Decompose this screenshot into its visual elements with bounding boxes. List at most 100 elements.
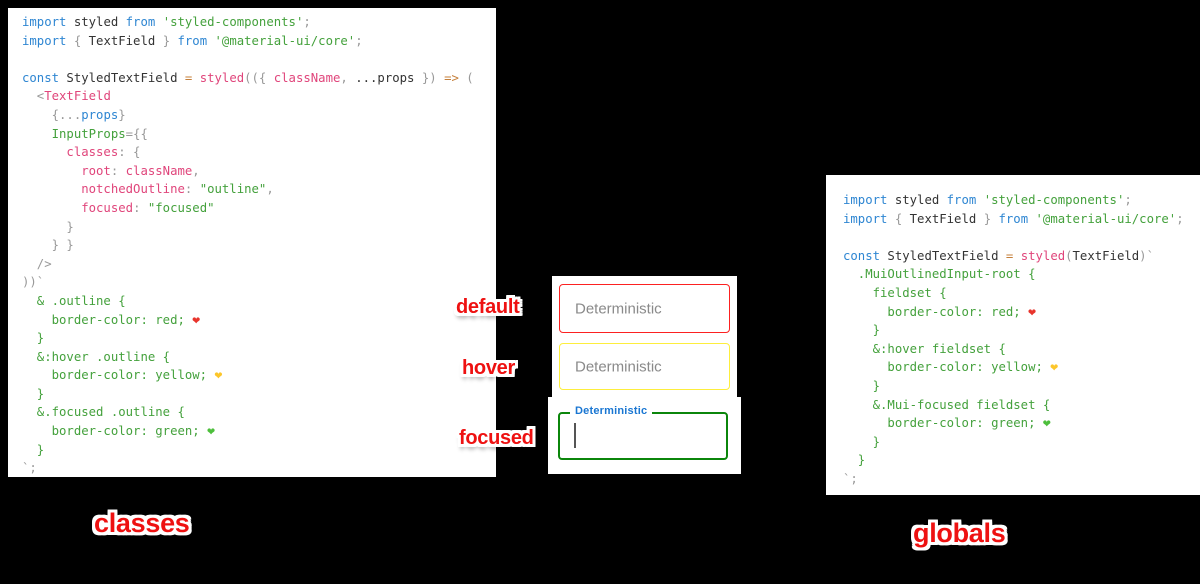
code-token: styled (894, 193, 947, 207)
code-token: } (843, 378, 881, 393)
label-globals: globals (913, 518, 1006, 548)
code-token: classes (22, 145, 119, 160)
code-token: , (340, 70, 356, 85)
code-token: ( (1065, 248, 1073, 263)
code-token: &:hover .outline { (22, 349, 171, 364)
code-token: { (894, 211, 910, 226)
code-line: `; (843, 470, 1200, 489)
code-panel-globals: import styled from 'styled-components';i… (826, 175, 1200, 495)
code-token: styled (199, 70, 245, 85)
code-token: import (843, 211, 895, 226)
textfield-hover[interactable]: Deterministic (559, 343, 730, 390)
code-token: : (184, 182, 200, 197)
code-token: ; (1124, 193, 1132, 207)
code-line: } (843, 451, 1200, 470)
code-token: className (125, 163, 193, 178)
code-token: &:hover fieldset { (843, 341, 1006, 356)
code-token: TextField (909, 211, 984, 226)
code-line: } (843, 433, 1200, 452)
code-token: from (177, 33, 215, 48)
code-token: TextField (88, 33, 163, 48)
code-token: ; (1176, 211, 1184, 226)
text-cursor (574, 423, 576, 448)
code-line: notchedOutline: "outline", (22, 180, 496, 199)
code-line: } (22, 441, 496, 460)
code-token: '@material-ui/core' (214, 33, 356, 48)
code-token: from (998, 211, 1036, 226)
code-line (843, 228, 1200, 247)
code-line: border-color: green; ❤ (22, 422, 496, 441)
code-token: } (843, 434, 881, 449)
code-token: } (22, 442, 45, 457)
code-token: /> (22, 256, 52, 271)
code-line: root: className, (22, 162, 496, 181)
code-line: import { TextField } from '@material-ui/… (22, 32, 496, 51)
code-line: } (843, 321, 1200, 340)
code-token: } (22, 386, 45, 401)
code-line: `; (22, 459, 496, 478)
code-token: `; (843, 471, 858, 486)
textfield-focused-label: Deterministic (570, 405, 653, 417)
code-token: "focused" (147, 200, 215, 215)
code-token: ={{ (125, 126, 148, 141)
code-line: &.focused .outline { (22, 403, 496, 422)
code-token: } (843, 453, 866, 468)
code-line: import { TextField } from '@material-ui/… (843, 210, 1200, 229)
code-token: = (184, 70, 200, 85)
code-line: border-color: yellow; ❤ (22, 366, 496, 385)
code-line (22, 50, 496, 69)
code-token: }) (421, 70, 445, 85)
code-line: import styled from 'styled-components'; (843, 191, 1200, 210)
code-token: < (22, 89, 45, 104)
code-token: } (843, 323, 881, 338)
code-line: } (22, 329, 496, 348)
code-token: border-color: red; (843, 304, 1029, 319)
code-line: border-color: yellow; ❤ (843, 358, 1200, 377)
code-token: border-color: yellow; (22, 368, 215, 383)
code-token: const (843, 248, 888, 263)
code-token: } } (22, 238, 74, 253)
code-line: ))` (22, 273, 496, 292)
code-token: } (22, 331, 45, 346)
code-token: border-color: yellow; (843, 360, 1051, 375)
textfield-default-placeholder: Deterministic (575, 300, 662, 317)
heart-icon: ❤ (1042, 416, 1051, 432)
heart-icon: ❤ (1050, 360, 1059, 376)
code-token: focused (22, 200, 134, 215)
code-token: from (946, 193, 984, 207)
heart-icon: ❤ (214, 368, 223, 384)
code-line: border-color: green; ❤ (843, 414, 1200, 433)
code-token: const (22, 70, 67, 85)
code-token: border-color: green; (22, 424, 208, 439)
code-line: border-color: red; ❤ (22, 311, 496, 330)
code-token: &.Mui-focused fieldset { (843, 397, 1051, 412)
code-token: `; (22, 461, 37, 476)
code-line: } (843, 377, 1200, 396)
code-token: 'styled-components' (983, 193, 1125, 207)
code-line: &:hover .outline { (22, 348, 496, 367)
code-token: ; (303, 15, 311, 29)
code-token: ( (466, 70, 474, 85)
code-token: 'styled-components' (162, 15, 304, 29)
code-token: => (444, 70, 467, 85)
code-token: .MuiOutlinedInput-root { (843, 267, 1036, 282)
code-token: {... (22, 107, 82, 122)
code-line: const StyledTextField = styled(({ classN… (22, 69, 496, 88)
code-token: root (22, 163, 111, 178)
label-focused: focused (459, 427, 534, 449)
textfield-focused[interactable]: Deterministic (558, 405, 728, 460)
code-line: InputProps={{ (22, 125, 496, 144)
code-token: } (162, 33, 178, 48)
textfield-default[interactable]: Deterministic (559, 284, 730, 333)
code-line: {...props} (22, 106, 496, 125)
code-token: styled (1020, 248, 1066, 263)
code-token: from (125, 15, 163, 29)
code-line: /> (22, 255, 496, 274)
label-default: default (456, 296, 520, 318)
code-line: & .outline { (22, 292, 496, 311)
code-token: notchedOutline (22, 182, 185, 197)
code-token: = (1005, 248, 1021, 263)
code-line: &.Mui-focused fieldset { (843, 396, 1200, 415)
code-token: TextField (44, 89, 111, 104)
